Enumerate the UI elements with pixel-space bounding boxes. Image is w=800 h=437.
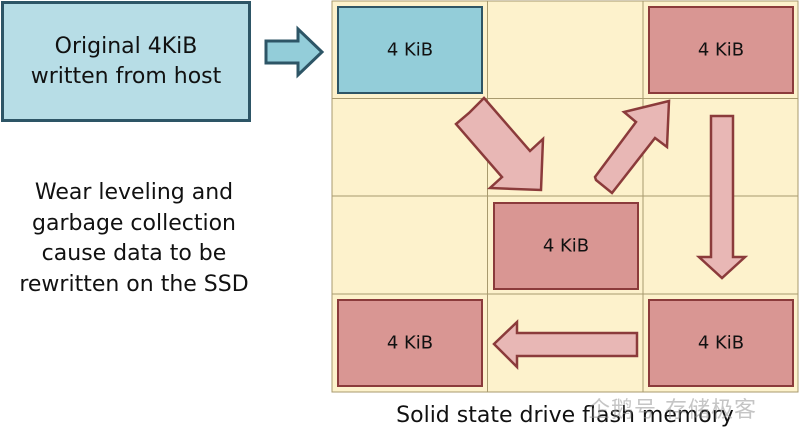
arrow-down [695, 114, 749, 280]
arrow-up-right [593, 99, 671, 195]
flash-block-label: 4 KiB [387, 40, 433, 61]
wear-leveling-caption: Wear leveling and garbage collection cau… [19, 180, 249, 297]
flash-block-rewritten-bottom-left: 4 KiB [337, 299, 483, 387]
flash-block-rect [337, 6, 483, 94]
flash-block-rect [648, 6, 794, 94]
host-write-block: Original 4KiB written from host [1, 1, 251, 122]
flash-block-rewritten-top-right: 4 KiB [648, 6, 794, 94]
flash-block-rect [648, 299, 794, 387]
watermark: 企鹅号 存储极客 [588, 398, 757, 423]
arrow-down-right [454, 96, 545, 192]
flash-block-label: 4 KiB [698, 333, 744, 354]
flash-block-label: 4 KiB [698, 40, 744, 61]
flash-block-rect [337, 299, 483, 387]
flash-block-label: 4 KiB [387, 333, 433, 354]
flash-block-rewritten-middle: 4 KiB [493, 202, 639, 290]
flash-block-label: 4 KiB [543, 236, 589, 257]
flash-memory-label: Solid state drive flash memory [396, 403, 734, 428]
flash-block-original: 4 KiB [337, 6, 483, 94]
host-write-label: Original 4KiB written from host [30, 33, 222, 89]
arrow-left [492, 319, 639, 371]
flash-block-rewritten-bottom-right: 4 KiB [648, 299, 794, 387]
host-to-flash-arrow [264, 25, 325, 79]
flash-block-rect [493, 202, 639, 290]
